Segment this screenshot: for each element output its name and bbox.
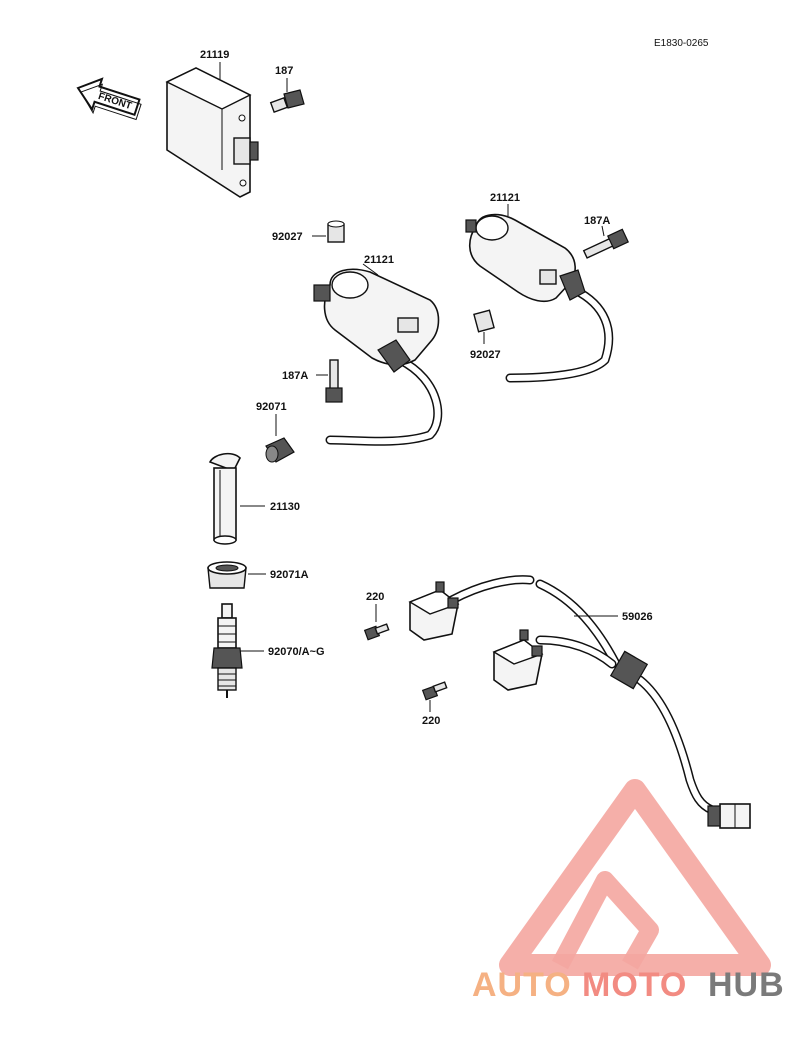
spark-plug-cap-21130 (208, 452, 241, 545)
callout-187a-right: 187A (584, 215, 610, 227)
ignition-coil-left (313, 268, 443, 446)
callout-21121-left: 21121 (364, 254, 394, 266)
callout-187a-left: 187A (282, 370, 308, 382)
callout-187: 187 (275, 65, 293, 77)
bolt-187a-right (582, 228, 630, 259)
bolt-187 (269, 89, 305, 113)
callout-21121-right: 21121 (490, 192, 520, 204)
callout-92070: 92070/A~G (268, 646, 325, 658)
front-arrow-icon: FRONT (76, 77, 142, 121)
callout-220-upper: 220 (366, 591, 384, 603)
ignition-coil-right (465, 213, 614, 383)
callout-59026: 59026 (622, 611, 653, 623)
module-upper (408, 581, 460, 641)
collar-92027-left (327, 220, 345, 243)
module-lower (492, 629, 544, 691)
automotohub-logo: AUTO MOTO HUB (472, 779, 785, 1004)
collar-92027-right (473, 309, 495, 333)
diagram-code: E1830-0265 (654, 38, 709, 49)
watermark-moto: MOTO (582, 966, 687, 1004)
watermark-auto: AUTO (472, 966, 572, 1004)
screw-220-lower (421, 681, 448, 701)
wiring-harness-59026 (447, 575, 751, 829)
callout-21130: 21130 (270, 501, 300, 513)
callout-92027-right: 92027 (470, 349, 501, 361)
callout-92071: 92071 (256, 401, 287, 413)
spark-plug-92070 (211, 603, 243, 698)
cdi-unit (165, 67, 259, 198)
bolt-187a-left (325, 359, 343, 403)
watermark-hub: HUB (708, 966, 785, 1004)
cap-92071 (265, 437, 295, 463)
callout-92027-left: 92027 (272, 231, 303, 243)
callout-21119: 21119 (200, 49, 229, 61)
screw-220-upper (363, 623, 390, 641)
cap-92071a (207, 561, 247, 589)
callout-220-lower: 220 (422, 715, 440, 727)
callout-92071a: 92071A (270, 569, 309, 581)
